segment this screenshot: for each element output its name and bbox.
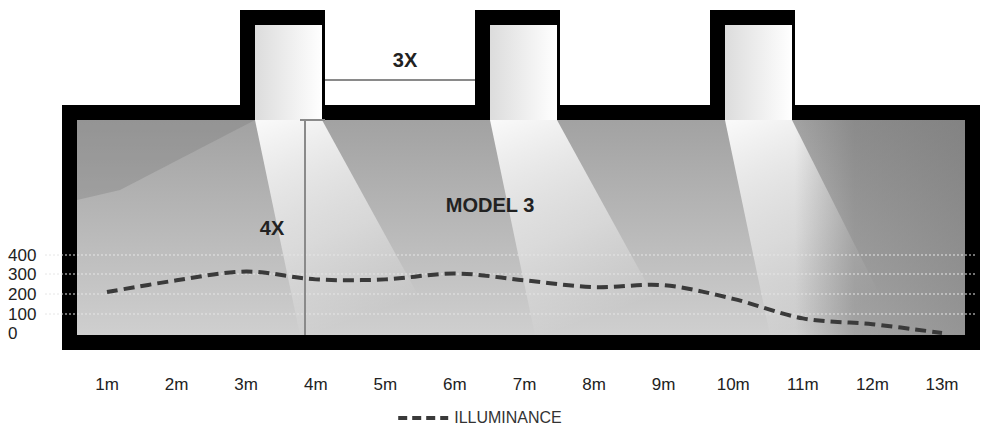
gridlines	[45, 255, 975, 314]
dimension-label: 3X	[393, 50, 417, 70]
axis-tick: 100	[8, 306, 36, 323]
legend-layer	[398, 418, 448, 419]
axis-tick: 400	[8, 247, 36, 264]
axis-tick: 0	[8, 325, 17, 342]
axis-tick: 1m	[95, 376, 119, 393]
axis-tick: 9m	[652, 376, 676, 393]
axis-tick: 13m	[925, 376, 958, 393]
axis-tick: 7m	[513, 376, 537, 393]
floor-slab	[62, 335, 980, 350]
axis-tick: 6m	[443, 376, 467, 393]
dimension-line	[325, 79, 475, 81]
axis-tick: 3m	[234, 376, 258, 393]
dimension-line	[300, 119, 325, 121]
skylight-shaft	[725, 25, 792, 120]
axis-tick: 200	[8, 286, 36, 303]
axis-tick: 2m	[165, 376, 189, 393]
axis-tick: 5m	[374, 376, 398, 393]
illuminance-curve-layer	[107, 272, 942, 333]
axis-tick: 12m	[856, 376, 889, 393]
light-beam	[490, 120, 675, 335]
roof-shadow	[77, 120, 255, 200]
light-beam	[255, 120, 440, 335]
legend-sample	[398, 416, 448, 420]
model-label: MODEL 3	[446, 195, 535, 215]
illuminance-curve	[107, 272, 942, 333]
skylight-shaft	[490, 25, 557, 120]
dark-zone	[795, 120, 965, 335]
axis-tick: 8m	[582, 376, 606, 393]
dimension-line	[304, 120, 306, 335]
dimension-label: 4X	[260, 218, 284, 238]
building-shell	[62, 10, 980, 350]
skylight-shaft	[255, 25, 322, 120]
axis-tick: 10m	[717, 376, 750, 393]
axis-tick: 11m	[787, 376, 819, 393]
axis-tick: 300	[8, 266, 36, 283]
axis-tick: 4m	[304, 376, 328, 393]
legend-text: ILLUMINANCE	[454, 410, 562, 426]
room-interior	[77, 25, 965, 335]
